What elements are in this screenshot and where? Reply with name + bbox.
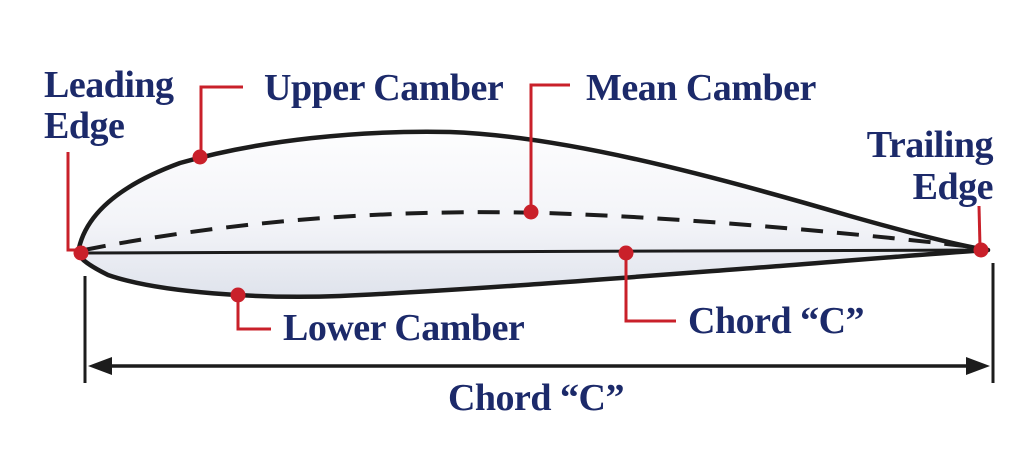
chord-dimension-label: Chord “C” bbox=[448, 377, 624, 419]
chord-line bbox=[83, 248, 987, 255]
leading-edge-label-line1: Leading bbox=[44, 64, 174, 106]
upper-camber-label: Upper Camber bbox=[264, 67, 504, 109]
chord-callout-label: Chord “C” bbox=[688, 300, 864, 342]
trailing-edge-dot bbox=[973, 242, 989, 258]
mean-camber-line bbox=[83, 210, 983, 252]
chord-callout-leader bbox=[624, 254, 676, 323]
upper-camber-dot bbox=[192, 149, 208, 165]
mean-camber-label: Mean Camber bbox=[586, 67, 816, 109]
leading-edge-label-line2: Edge bbox=[44, 105, 124, 147]
arrowhead-left bbox=[88, 357, 112, 375]
trailing-edge-leader bbox=[977, 205, 982, 248]
mean-camber-dot bbox=[523, 204, 539, 220]
mean-camber-leader bbox=[529, 83, 570, 211]
trailing-edge-label-line2: Edge bbox=[913, 166, 993, 208]
arrowhead-right bbox=[966, 357, 990, 375]
lower-camber-dot bbox=[230, 287, 246, 303]
trailing-edge-label-line1: Trailing bbox=[867, 124, 994, 166]
upper-camber-leader bbox=[199, 85, 243, 156]
chord-callout-dot bbox=[618, 245, 634, 261]
lower-camber-label: Lower Camber bbox=[283, 307, 525, 349]
leading-edge-leader bbox=[66, 152, 78, 252]
leading-edge-dot bbox=[73, 245, 89, 261]
lower-camber-leader bbox=[236, 297, 271, 331]
